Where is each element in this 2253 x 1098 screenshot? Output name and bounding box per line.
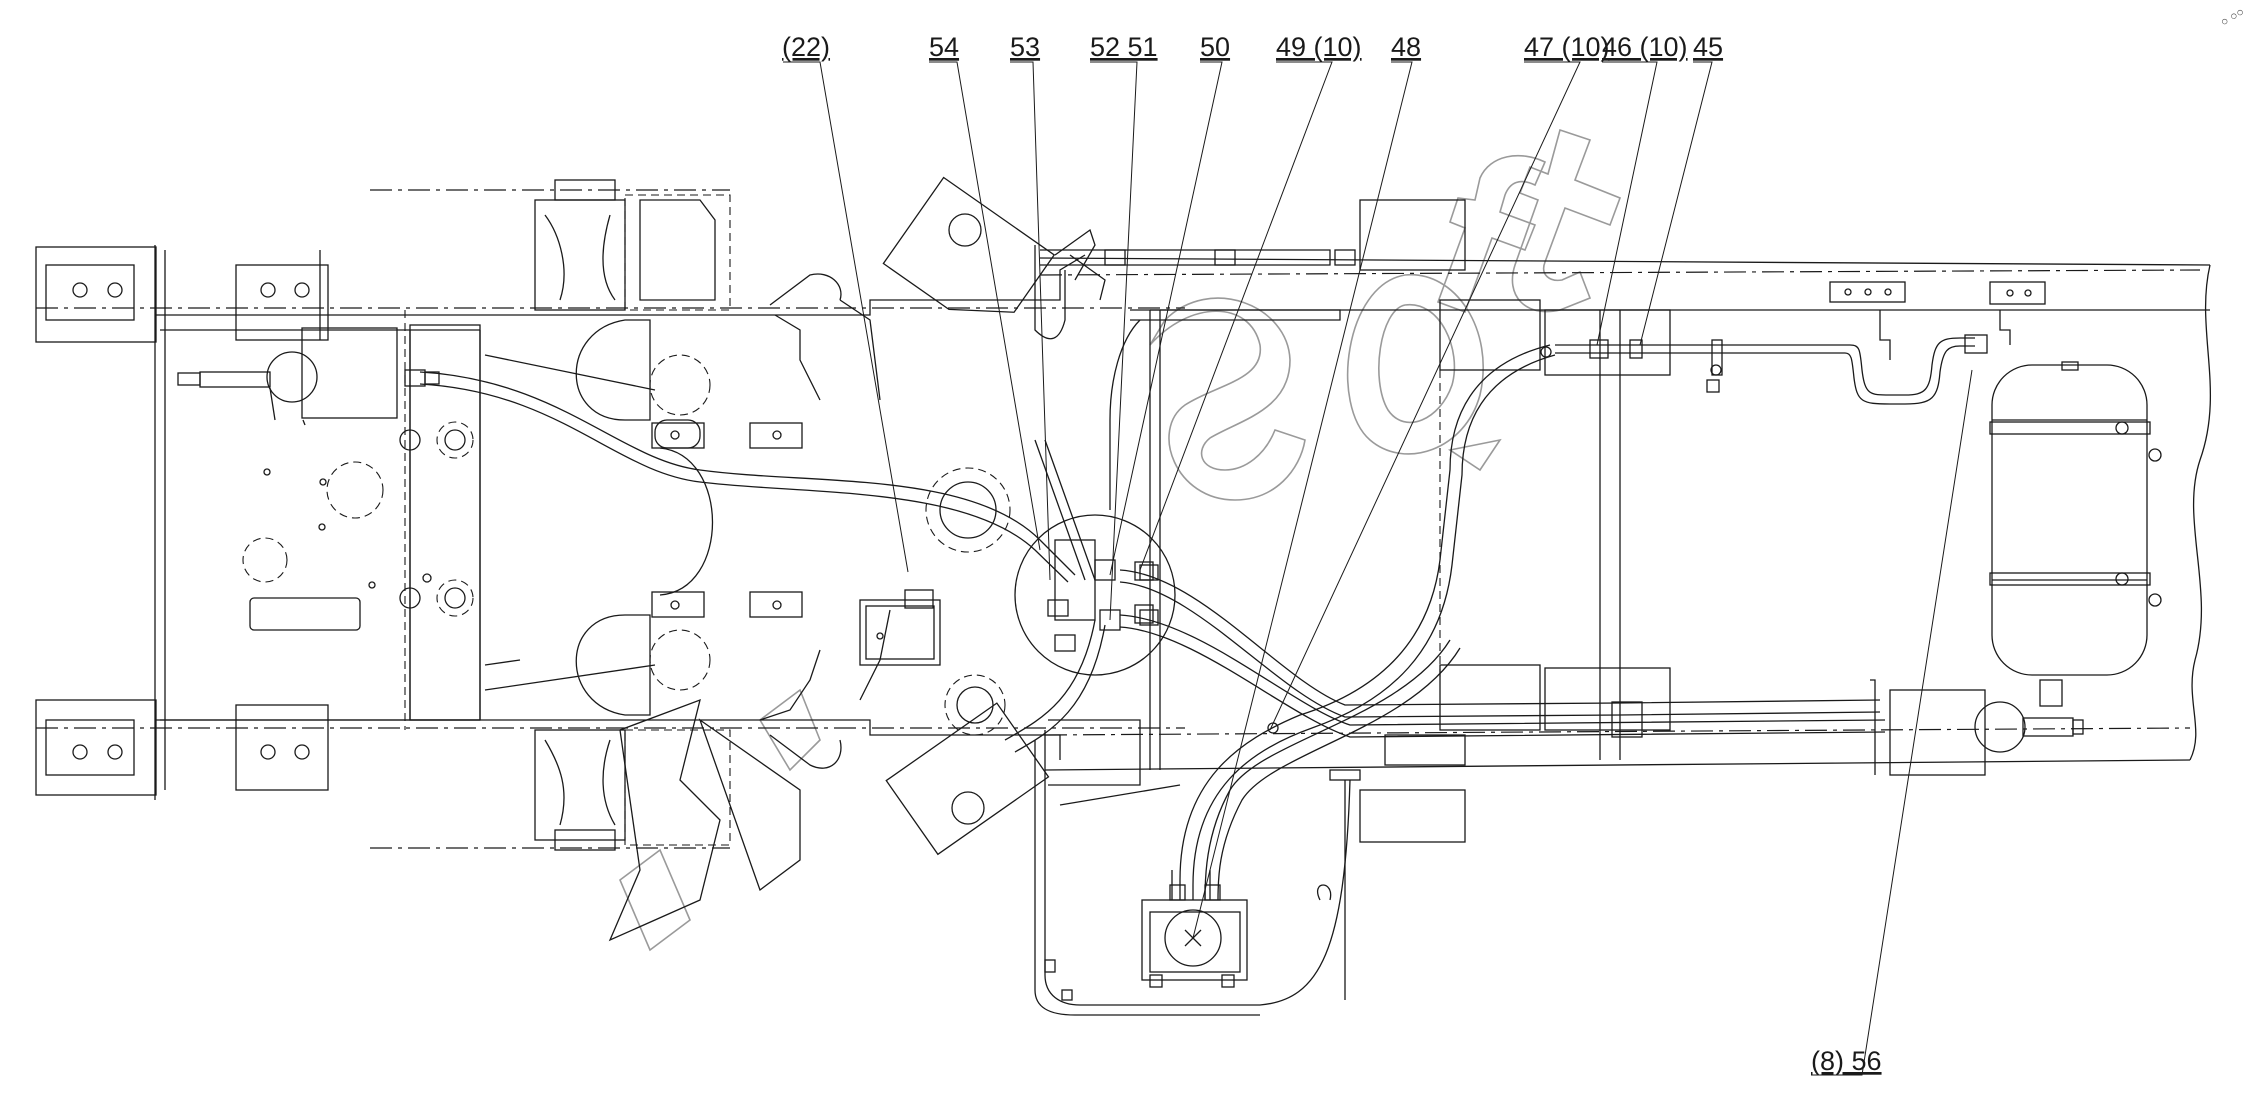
callout-48: 48: [1391, 32, 1421, 62]
callout-49: 49 (10): [1276, 32, 1362, 62]
watermark: [619, 128, 1622, 952]
callout-22: (22): [782, 32, 830, 62]
callout-47: 47 (10): [1524, 32, 1610, 62]
callout-52-51: 52 51: [1090, 32, 1158, 62]
corner-mark: ○ ○○: [2218, 4, 2247, 29]
callout-50: 50: [1200, 32, 1230, 62]
callout-45: 45: [1693, 32, 1723, 62]
middle-frame: [608, 176, 1351, 1016]
leader-lines: [783, 61, 1973, 1076]
callout-54: 54: [929, 32, 959, 62]
callout-56: (8) 56: [1811, 1046, 1882, 1076]
callout-labels: (22) 54 53 52 51 50 49 (10) 48 47 (10) 4…: [782, 4, 2247, 1076]
left-frame: [35, 179, 1185, 851]
upper-bracket: [1054, 228, 1356, 510]
callout-46: 46 (10): [1602, 32, 1688, 62]
hoses: [404, 334, 1988, 901]
callout-53: 53: [1010, 32, 1040, 62]
